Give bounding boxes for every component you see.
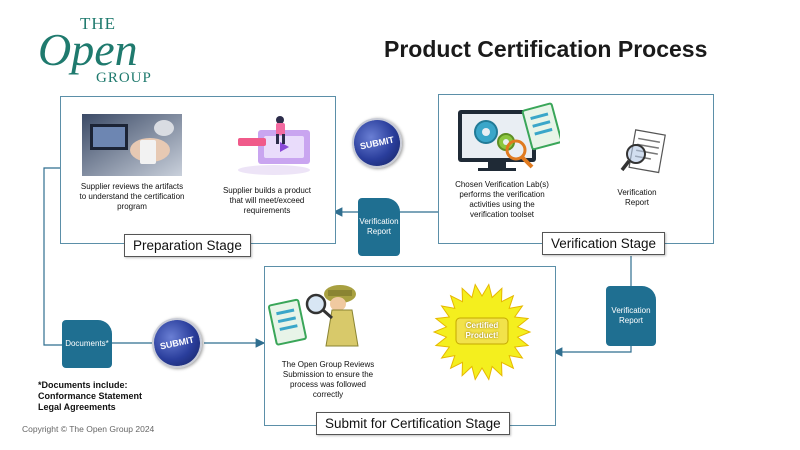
documents-note-line2: Legal Agreements xyxy=(38,402,116,412)
caption-supplier-builds: Supplier builds a product that will meet… xyxy=(222,186,312,215)
verification-report-badge-right: Verification Report xyxy=(606,286,656,346)
arrow-report-to-submit-stage xyxy=(552,346,632,357)
certified-product-label: Certified Product! xyxy=(465,321,499,340)
supplier-builds-illustration xyxy=(232,112,318,176)
caption-supplier-reviews: Supplier reviews the artifacts to unders… xyxy=(79,182,185,211)
documents-note: *Documents include: Conformance Statemen… xyxy=(38,380,142,413)
caption-open-group-reviews: The Open Group Reviews Submission to ens… xyxy=(281,360,375,399)
documents-note-line1: Conformance Statement xyxy=(38,391,143,401)
laptop-hands-illustration xyxy=(82,114,182,176)
verification-lab-illustration xyxy=(458,102,560,171)
documents-note-heading: *Documents include: xyxy=(38,380,128,390)
preparation-stage-label: Preparation Stage xyxy=(124,234,251,257)
verification-report-illustration xyxy=(620,129,666,174)
detective-illustration xyxy=(267,285,359,347)
caption-verification-report: Verification Report xyxy=(617,188,657,207)
connector-preparation-to-documents xyxy=(43,167,62,346)
copyright-text: Copyright © The Open Group 2024 xyxy=(22,424,155,434)
verification-report-badge-middle: Verification Report xyxy=(358,198,400,256)
logo-the-text: THE xyxy=(80,14,117,33)
certified-starburst-icon xyxy=(432,283,532,381)
logo-group-text: GROUP xyxy=(96,70,152,86)
submit-stage-label: Submit for Certification Stage xyxy=(316,412,510,435)
verification-stage-label: Verification Stage xyxy=(542,232,666,255)
page-title: Product Certification Process xyxy=(384,36,708,62)
caption-chosen-lab: Chosen Verification Lab(s) performs the … xyxy=(455,180,549,219)
documents-badge: Documents* xyxy=(62,320,112,368)
logo-open-text: Open xyxy=(38,24,138,75)
